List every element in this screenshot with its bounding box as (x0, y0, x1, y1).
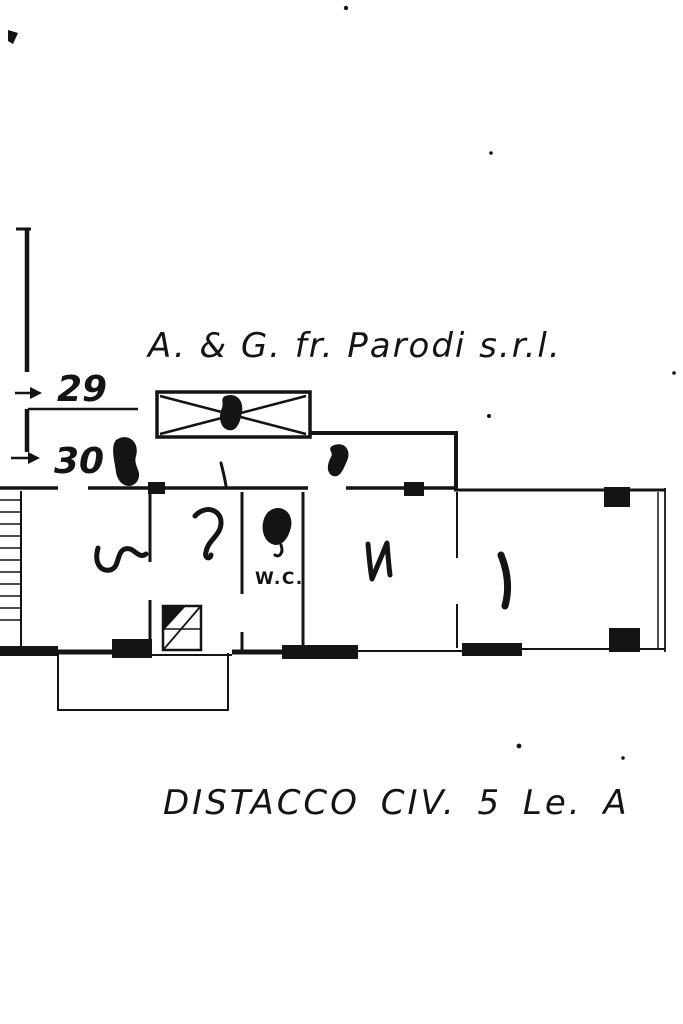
scan-speck (672, 371, 676, 375)
corridor-ink-blob-left (113, 437, 140, 486)
left-boundary-walls (16, 227, 138, 452)
stairwell-tail-mark (219, 461, 228, 488)
wall-pier (282, 645, 358, 659)
balcony-outline (57, 653, 229, 711)
arrow-30-head (28, 452, 40, 464)
middle-room-ink-mark (192, 507, 224, 561)
wall-pier (404, 482, 424, 496)
scan-speck (487, 414, 491, 418)
unit-29-annotation: 29 (15, 369, 107, 410)
stairwell (155, 390, 312, 488)
exterior-walls (0, 431, 666, 659)
room4-ink-mark (365, 540, 393, 582)
unit-30-label: 30 (54, 441, 104, 482)
closet-diagonal (163, 606, 201, 650)
scan-speck (621, 756, 625, 760)
stairwell-ink-blob (220, 394, 243, 431)
unit-29-label: 29 (57, 369, 107, 410)
wall-pier (462, 643, 522, 656)
caption-handwritten: DISTACCO CIV. 5 Le. A (163, 783, 630, 823)
interior-walls (0, 482, 458, 651)
company-title-handwritten: A. & G. fr. Parodi s.r.l. (146, 326, 562, 366)
staircase-treads (0, 499, 20, 621)
wall-pier (112, 639, 152, 658)
wall-pier (148, 482, 165, 494)
scan-specks (8, 5, 676, 760)
scan-speck (516, 743, 522, 749)
wall-pier (609, 628, 640, 652)
wc-ink-blob (262, 507, 292, 546)
right-room-ink-mark (497, 551, 512, 610)
staircase-hatching (0, 491, 22, 650)
closet-feature (161, 604, 203, 652)
unit-30-annotation: 30 (11, 441, 104, 482)
wall-pier (604, 487, 630, 507)
ink-room-marks (94, 437, 512, 610)
scan-speck (489, 151, 493, 155)
closet-corner-fill (163, 606, 186, 631)
wc-ink-tail (273, 543, 284, 558)
stairwell-outline (155, 390, 312, 439)
scan-speck (343, 5, 349, 11)
corridor-ink-blob-mid (327, 444, 349, 477)
arrow-29-head (30, 387, 42, 399)
wc-room-label: W.C. (255, 569, 304, 589)
corner-scan-mark (8, 30, 18, 44)
left-room-ink-mark (94, 545, 149, 573)
